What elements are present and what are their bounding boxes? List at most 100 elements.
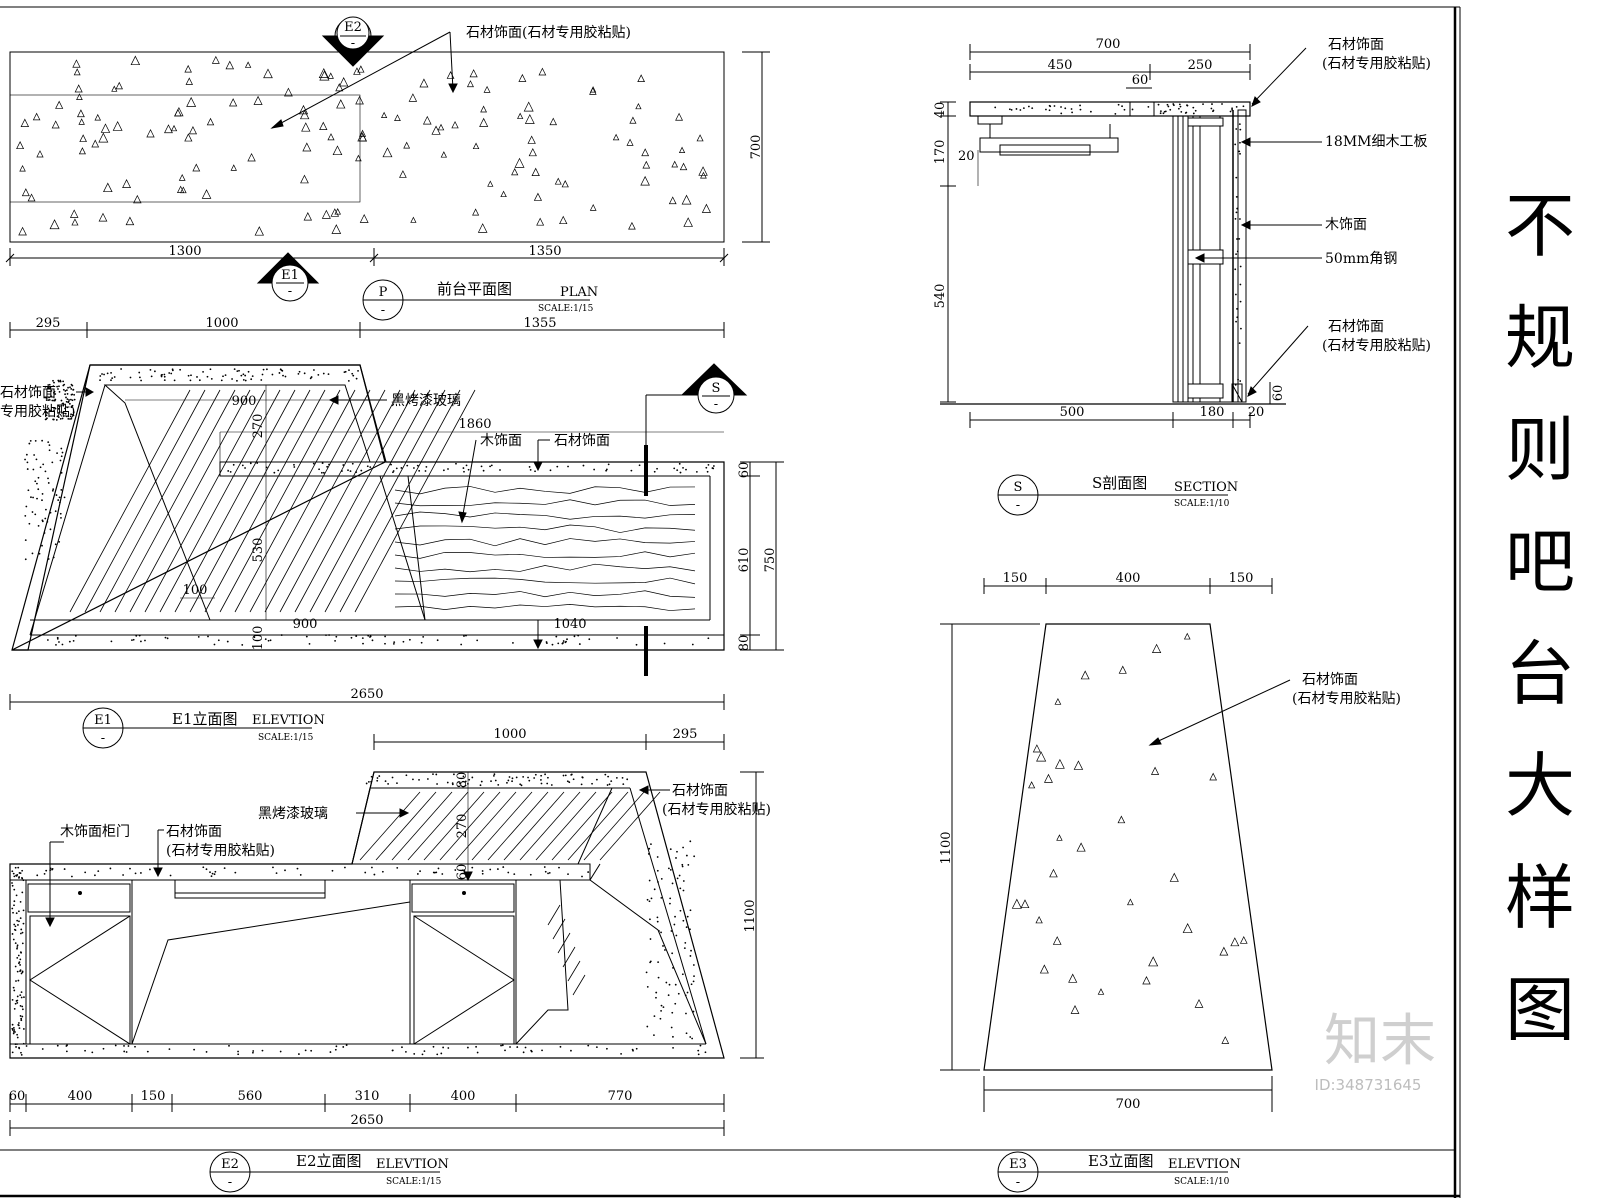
e1-glass-hatch <box>69 389 476 613</box>
svg-text:-: - <box>101 731 105 746</box>
plan-view: E2 - E1 - 石材饰面(石材专用胶粘贴) 1300 1350 700 <box>5 16 770 321</box>
plan-dim-1350: 1350 <box>528 244 561 259</box>
e1-dim-2650: 2650 <box>350 687 383 702</box>
e2-note-stone-r2: (石材专用胶粘贴) <box>662 801 771 818</box>
e1-dim-1040: 1040 <box>553 617 586 632</box>
e3-elevation: 150 400 150 石材饰面 (石材专用胶粘贴) 1100 700 E3 -… <box>939 571 1401 1193</box>
e2-cabinet-left <box>25 879 133 1045</box>
plan-title-block: P - 前台平面图 PLAN SCALE:1/15 <box>362 279 598 321</box>
s-dim-40: 40 <box>933 102 948 119</box>
e1-dim-100-a: 100 <box>183 583 208 598</box>
sheet-frame <box>0 6 1461 1198</box>
s-title: S剖面图 <box>1092 474 1147 492</box>
plan-dim-1300: 1300 <box>168 244 201 259</box>
e1-dim-530: 530 <box>251 538 266 563</box>
e2-stone-pattern <box>11 773 707 1056</box>
s-dim-170: 170 <box>933 140 948 165</box>
svg-text:-: - <box>288 284 292 299</box>
e3-dim-1100: 1100 <box>939 831 954 864</box>
e1-scale: SCALE:1/15 <box>258 733 314 743</box>
s-dim-20-left: 20 <box>958 149 975 164</box>
e1-wood-grain <box>394 486 696 611</box>
title-char-3: 则 <box>1505 409 1575 491</box>
title-char-1: 不 <box>1505 185 1575 267</box>
watermark: 知末 ID:348731645 <box>1315 1009 1436 1094</box>
watermark-id: ID:348731645 <box>1315 1076 1422 1094</box>
e2-cabinet-right <box>409 879 517 1045</box>
e2-bottom-dims: 60 400 150 560 310 400 770 <box>9 1089 633 1104</box>
e1-title: E1立面图 <box>172 710 238 728</box>
e3-symbol: E3 <box>1009 1157 1027 1172</box>
e1-note-stone-2: 专用胶粘贴) <box>0 403 75 420</box>
e2-dim-b-150: 150 <box>141 1089 166 1104</box>
e1-note-wood: 木饰面 <box>480 433 522 449</box>
s-symbol: S <box>1014 480 1023 495</box>
e3-stone-pattern <box>1011 632 1248 1044</box>
e3-title-en: ELEVTION <box>1168 1157 1241 1172</box>
e2-dim-80: 80 <box>455 772 470 789</box>
title-char-7: 样 <box>1505 857 1575 939</box>
e1-elevation: 295 1000 1355 S - 石材饰面 专用 <box>0 316 784 749</box>
e2-note-stone-2: (石材专用胶粘贴) <box>166 842 275 859</box>
e2-scale: SCALE:1/15 <box>386 1177 442 1187</box>
plan-section-mark-e2: E2 - <box>321 16 385 67</box>
s-dim-540: 540 <box>933 284 948 309</box>
e1-dim-750: 750 <box>763 548 778 573</box>
svg-text:-: - <box>714 397 718 412</box>
e2-dim-b-400a: 400 <box>68 1089 93 1104</box>
s-dim-60-right: 60 <box>1271 385 1286 402</box>
title-char-5: 台 <box>1505 633 1575 715</box>
e3-dim-700: 700 <box>1116 1097 1141 1112</box>
plan-outline <box>9 51 725 243</box>
plan-section-mark-e1: E1 - <box>256 252 320 302</box>
e1-dim-100-b: 100 <box>251 626 266 651</box>
e3-title-block: E3 - E3立面图 ELEVTION SCALE:1/10 <box>997 1151 1241 1193</box>
svg-text:-: - <box>1016 498 1020 513</box>
plan-note-stone: 石材饰面(石材专用胶粘贴) <box>466 24 631 41</box>
e3-dim-150-a: 150 <box>1003 571 1028 586</box>
e1-dim-295: 295 <box>36 316 61 331</box>
e2-symbol: E2 <box>221 1157 239 1172</box>
plan-title-en: PLAN <box>560 285 598 300</box>
e1-note-glass: 黑烤漆玻璃 <box>391 392 461 409</box>
s-dim-450: 450 <box>1048 58 1073 73</box>
s-section: 700 450 250 60 <box>933 37 1431 516</box>
svg-text:-: - <box>1016 1175 1020 1190</box>
plan-title: 前台平面图 <box>437 280 512 298</box>
e2-outline <box>9 771 725 1059</box>
s-note-plywood: 18MM细木工板 <box>1325 134 1427 150</box>
e1-dim-610: 610 <box>737 548 752 573</box>
e3-note-stone-a: 石材饰面 <box>1302 672 1358 688</box>
plan-leader-1 <box>271 31 451 129</box>
plan-mark-e1-label: E1 <box>281 268 299 283</box>
svg-text:-: - <box>228 1175 232 1190</box>
e1-dim-80: 80 <box>737 635 752 652</box>
e2-dim-1000: 1000 <box>493 727 526 742</box>
e3-outline <box>983 623 1273 1071</box>
s-body <box>1172 109 1247 403</box>
svg-text:-: - <box>351 36 355 51</box>
e1-stone-pattern <box>24 368 715 646</box>
title-char-8: 图 <box>1505 969 1575 1051</box>
e2-dim-270: 270 <box>455 814 470 839</box>
e1-dim-900-bottom: 900 <box>293 617 318 632</box>
plan-leader-2 <box>449 31 454 91</box>
plan-mark-e2-label: E2 <box>344 20 362 35</box>
e2-dim-1100: 1100 <box>743 899 758 932</box>
plan-stone-pattern <box>16 55 711 236</box>
s-note-stone2-b: (石材专用胶粘贴) <box>1322 337 1431 354</box>
e1-title-block: E1 - E1立面图 ELEVTION SCALE:1/15 <box>82 707 325 749</box>
s-top-pattern <box>994 103 1245 386</box>
s-dim-20-bottom: 20 <box>1248 405 1265 420</box>
e2-note-cabinet: 木饰面柜门 <box>60 824 130 840</box>
s-title-block: S - S剖面图 SECTION SCALE:1/10 <box>997 474 1238 516</box>
e2-note-stone-1: 石材饰面 <box>166 824 222 840</box>
e1-symbol: E1 <box>94 713 112 728</box>
s-note-stone1-b: (石材专用胶粘贴) <box>1322 55 1431 72</box>
plan-scale: SCALE:1/15 <box>538 304 594 314</box>
e2-dim-b-60: 60 <box>9 1089 26 1104</box>
s-dim-180: 180 <box>1200 405 1225 420</box>
e2-dim-b-560: 560 <box>238 1089 263 1104</box>
s-top-slab <box>969 101 1251 117</box>
